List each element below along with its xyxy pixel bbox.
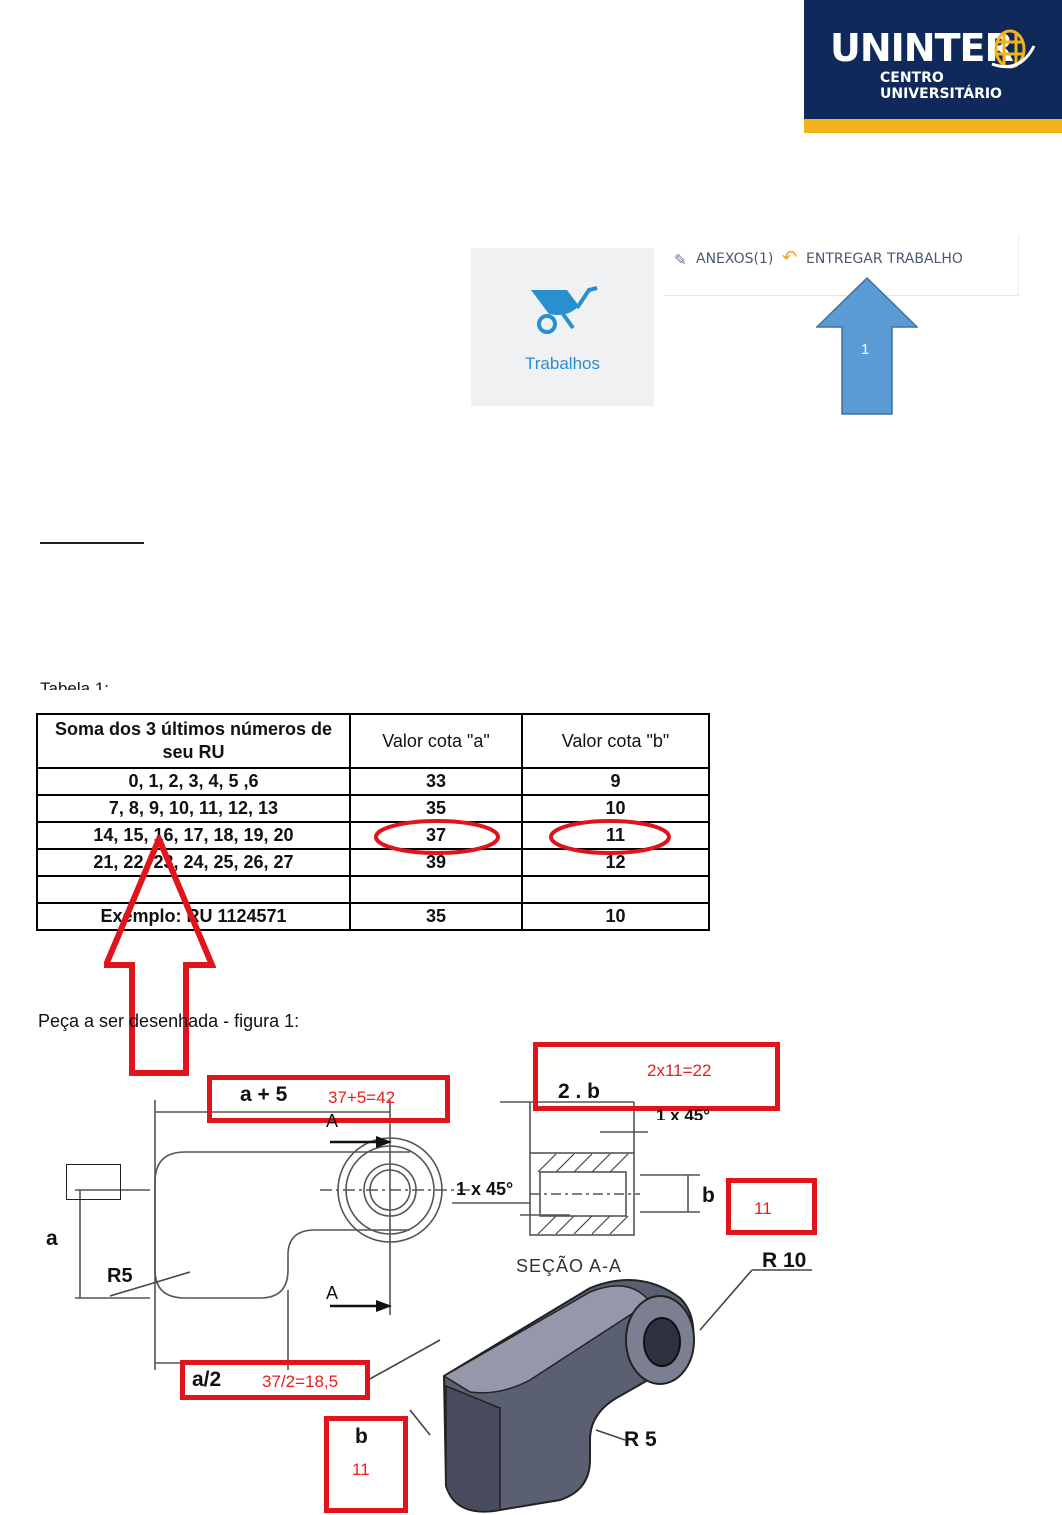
row-b: 12: [521, 848, 710, 877]
pointer-arrow-1: 1: [816, 277, 918, 415]
radius-r5-iso: R 5: [624, 1428, 657, 1451]
row-a: 37: [349, 821, 523, 850]
calc-2b: 2x11=22: [647, 1061, 712, 1080]
table-row: 14, 15, 16, 17, 18, 19, 20 37 11: [36, 821, 710, 850]
row-a: [349, 875, 523, 904]
table-row: 21, 22, 23, 24, 25, 26, 27 39 12: [36, 848, 710, 877]
table-row: [36, 875, 710, 904]
table-header-row: Soma dos 3 últimos números de seu RU Val…: [36, 713, 710, 769]
box-b-bottom: [324, 1416, 408, 1513]
table-caption: Tabela 1:: [40, 679, 109, 690]
paperclip-icon: ✎: [674, 252, 687, 269]
row-sum: 14, 15, 16, 17, 18, 19, 20: [36, 821, 351, 850]
row-sum: 0, 1, 2, 3, 4, 5 ,6: [36, 767, 351, 796]
highlight-11: [549, 819, 671, 855]
up-arrow-icon: [816, 277, 918, 415]
highlight-ellipses: [374, 819, 671, 855]
logo-stripe: [804, 119, 1062, 133]
box-2b: [533, 1042, 780, 1111]
box-a-half: [180, 1360, 370, 1400]
table-row: Exemplo: RU 1124571 35 10: [36, 902, 710, 931]
dim-b-bottom: b: [355, 1425, 368, 1448]
trabalhos-label: Trabalhos: [525, 354, 600, 373]
globe-icon: [991, 29, 1036, 69]
row-a: 35: [349, 902, 523, 931]
chamfer-top: 1 x 45°: [656, 1106, 711, 1120]
row-sum: 21, 22, 23, 24, 25, 26, 27: [36, 848, 351, 877]
ru-values-table: Soma dos 3 últimos números de seu RU Val…: [36, 713, 710, 931]
header-soma: Soma dos 3 últimos números de seu RU: [36, 713, 351, 769]
row-a: 35: [349, 794, 523, 823]
radius-r10: R 10: [762, 1249, 807, 1272]
header-cota-a: Valor cota "a": [349, 713, 523, 769]
row-b: 9: [521, 767, 710, 796]
row-b: 10: [521, 902, 710, 931]
technical-drawing: [75, 1100, 812, 1513]
isometric-part: [442, 1279, 695, 1513]
arrow-1-label: 1: [861, 341, 870, 358]
calc-b-side: 11: [754, 1199, 772, 1218]
table-row: 7, 8, 9, 10, 11, 12, 13 35 10: [36, 794, 710, 823]
uninter-logo: UNINTER CENTRO UNIVERSITÁRIO: [804, 0, 1062, 133]
section-arrow-top: A: [326, 1111, 339, 1131]
chamfer-mid: 1 x 45°: [456, 1179, 514, 1199]
table-row: 0, 1, 2, 3, 4, 5 ,6 33 9: [36, 767, 710, 796]
section-label: SEÇÃO A-A: [516, 1256, 623, 1276]
blank-box: [66, 1164, 121, 1200]
row-sum: 7, 8, 9, 10, 11, 12, 13: [36, 794, 351, 823]
calc-b-bottom: 11: [352, 1460, 370, 1479]
box-b-side: [726, 1178, 817, 1235]
logo-line1: CENTRO: [880, 70, 944, 86]
reply-icon: ↶: [782, 247, 798, 267]
red-up-arrow-icon: [104, 835, 216, 1076]
trabalhos-card[interactable]: Trabalhos: [471, 248, 654, 406]
dim-2b: 2 . b: [558, 1080, 601, 1103]
header-cota-b: Valor cota "b": [521, 713, 710, 769]
dim-a-half: a/2: [192, 1368, 222, 1391]
row-b: [521, 875, 710, 904]
section-arrow-bottom: A: [326, 1283, 339, 1303]
underline-rule: [40, 542, 144, 544]
logo-line2: UNIVERSITÁRIO: [880, 86, 1002, 102]
entregar-trabalho-link[interactable]: ENTREGAR TRABALHO: [806, 251, 963, 267]
calc-a-plus-5: 37+5=42: [328, 1088, 396, 1107]
row-b: 10: [521, 794, 710, 823]
wheelbarrow-icon: [531, 286, 598, 334]
dim-a: a: [46, 1227, 58, 1250]
logo-brand: UNINTER: [830, 26, 1014, 70]
dim-a-plus-5: a + 5: [240, 1083, 288, 1106]
row-a: 33: [349, 767, 523, 796]
figure-caption: Peça a ser desenhada - figura 1:: [38, 1011, 300, 1031]
calc-a-half: 37/2=18,5: [262, 1372, 339, 1391]
row-sum: [36, 875, 351, 904]
radius-r5-left: R5: [107, 1265, 133, 1287]
anexos-link[interactable]: ANEXOS(1): [696, 251, 774, 267]
box-a-plus-5: [207, 1075, 450, 1123]
dim-b-side: b: [702, 1184, 715, 1207]
assignment-toolbar: ✎ ANEXOS(1) ↶ ENTREGAR TRABALHO: [664, 235, 1019, 296]
highlight-37: [374, 819, 500, 855]
